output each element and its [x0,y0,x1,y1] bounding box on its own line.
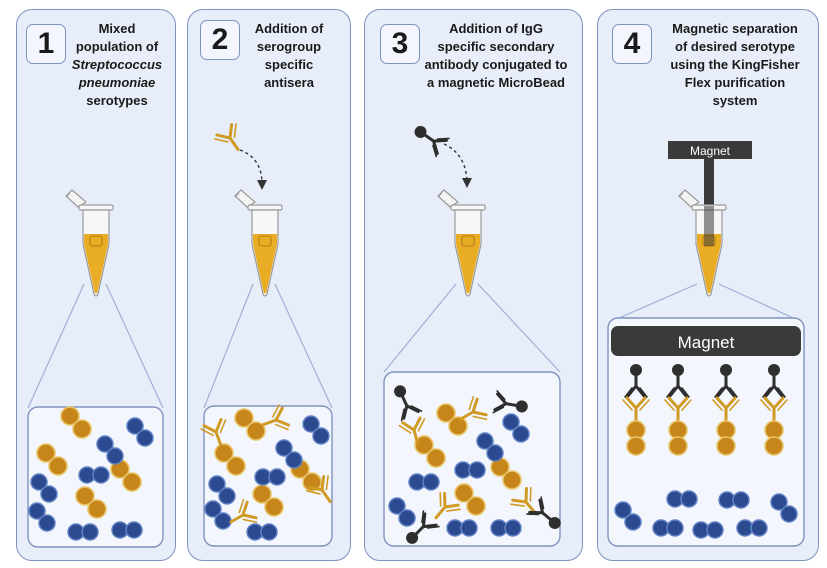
step-number-4: 4 [612,24,652,64]
tube [65,189,114,297]
panel-2-caption: Addition of serogroup specific antisera [241,20,337,92]
caption-line: serogroup [256,39,322,54]
caption-line: serotypes [86,93,148,108]
step-number-1: 1 [26,24,66,64]
magnet-rod [704,159,714,245]
caption-line: Addition of IgG [449,21,543,36]
caption-line: Addition of [254,21,324,36]
caption-line: system [712,93,758,108]
captured-column [621,362,651,456]
caption-line: a magnetic MicroBead [427,75,565,90]
magnet-label-small: Magnet [690,144,731,158]
caption-line: Magnetic separation [672,21,798,36]
caption-line-species: pneumoniae [78,75,156,90]
panel-1-caption: Mixed population of Streptococcus pneumo… [64,20,170,110]
caption-line: antibody conjugated to [424,57,568,72]
tube [678,189,727,297]
captured-column [759,362,789,456]
caption-line-species: Streptococcus [71,57,163,72]
captured-column [711,362,741,456]
caption-line: antisera [264,75,314,90]
caption-line: specific secondary [437,39,555,54]
caption-line: population of [75,39,159,54]
magnified-view-4 [607,317,805,547]
panel-3-caption: Addition of IgG specific secondary antib… [414,20,578,92]
magnet-label-large: Magnet [678,333,735,352]
captured-column [663,362,693,456]
magnet-bar-large [611,326,801,356]
caption-line: specific [264,57,314,72]
caption-line: Flex purification [684,75,786,90]
step-number-3: 3 [380,24,420,64]
magnet-bar-small [668,141,752,159]
caption-line: of desired serotype [675,39,795,54]
tube [234,189,283,297]
caption-line: using the KingFisher [670,57,800,72]
step-number-2: 2 [200,20,240,60]
caption-line: Mixed [98,21,136,36]
tube [437,189,486,297]
panel-4-caption: Magnetic separation of desired serotype … [655,20,815,110]
